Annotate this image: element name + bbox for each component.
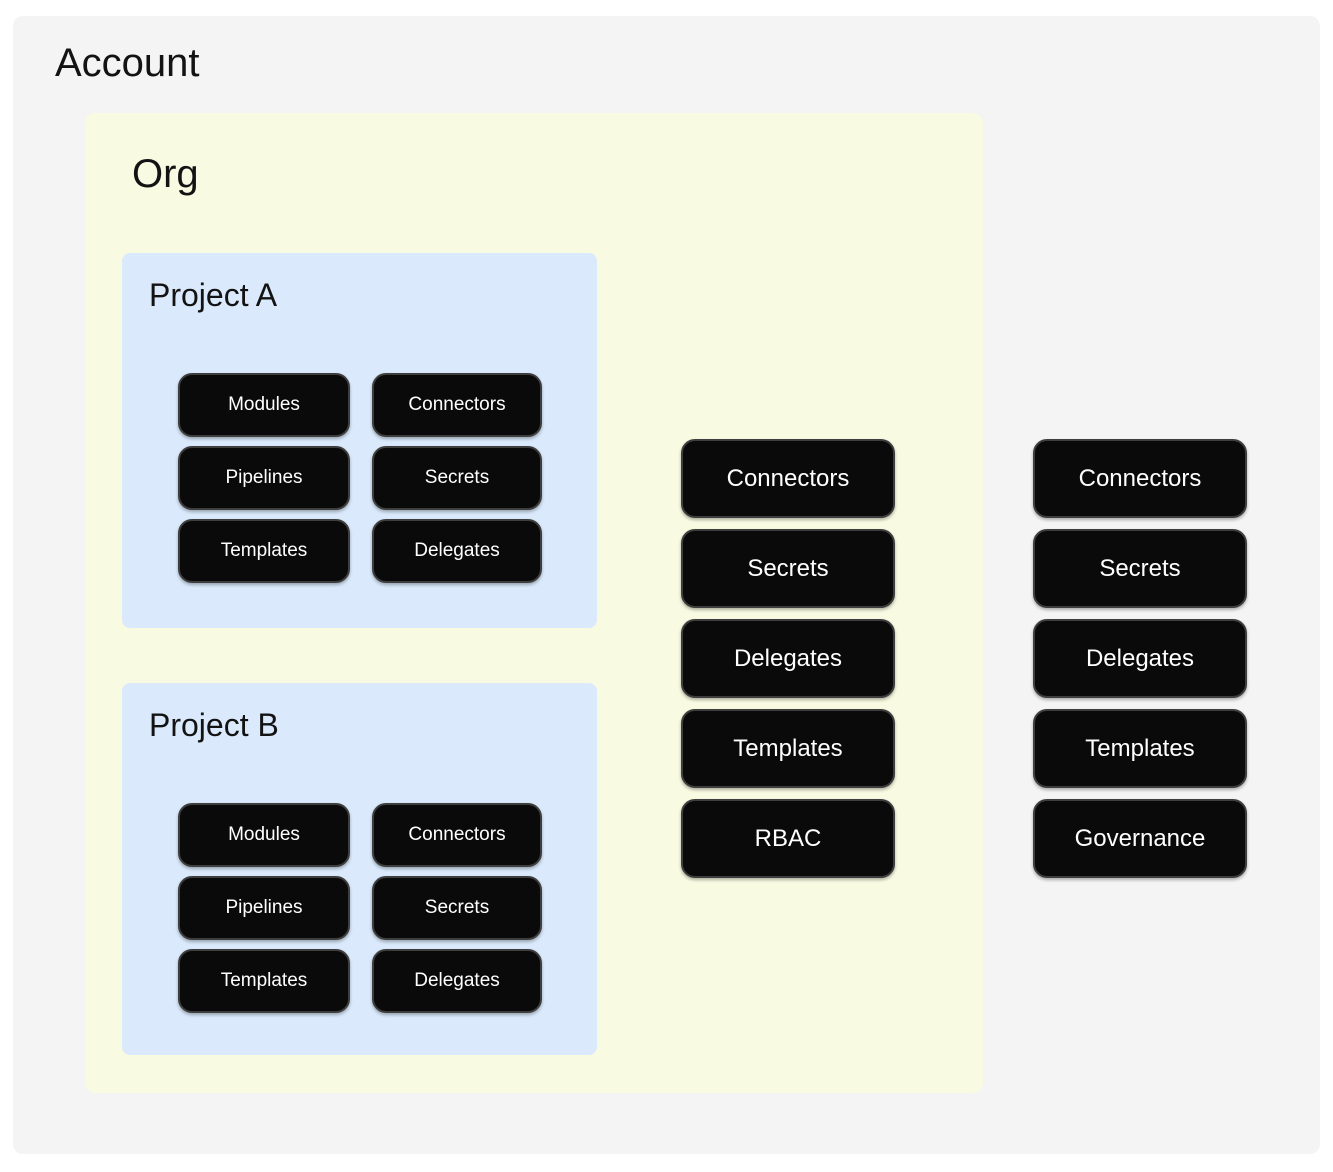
project-a-pill-pipelines: Pipelines	[178, 446, 350, 510]
project-b-pill-pipelines: Pipelines	[178, 876, 350, 940]
org-container: Org Project A Modules Connectors Pipelin…	[85, 113, 983, 1093]
project-a-resources: Modules Connectors Pipelines Secrets Tem…	[178, 373, 542, 583]
org-pill-rbac: RBAC	[681, 799, 895, 878]
project-a-container: Project A Modules Connectors Pipelines S…	[122, 253, 597, 628]
org-resources: Connectors Secrets Delegates Templates R…	[681, 439, 895, 878]
project-b-pill-secrets: Secrets	[372, 876, 542, 940]
project-b-container: Project B Modules Connectors Pipelines S…	[122, 683, 597, 1055]
project-a-pill-secrets: Secrets	[372, 446, 542, 510]
account-resources: Connectors Secrets Delegates Templates G…	[1033, 439, 1247, 878]
project-a-pill-delegates: Delegates	[372, 519, 542, 583]
project-b-resources: Modules Connectors Pipelines Secrets Tem…	[178, 803, 542, 1013]
project-b-pill-modules: Modules	[178, 803, 350, 867]
org-pill-templates: Templates	[681, 709, 895, 788]
account-pill-secrets: Secrets	[1033, 529, 1247, 608]
project-a-pill-modules: Modules	[178, 373, 350, 437]
project-b-label: Project B	[149, 707, 279, 743]
account-label: Account	[55, 41, 200, 85]
account-pill-templates: Templates	[1033, 709, 1247, 788]
project-a-label: Project A	[149, 277, 278, 313]
project-a-pill-templates: Templates	[178, 519, 350, 583]
account-pill-connectors: Connectors	[1033, 439, 1247, 518]
account-pill-governance: Governance	[1033, 799, 1247, 878]
project-a-pill-connectors: Connectors	[372, 373, 542, 437]
project-b-pill-templates: Templates	[178, 949, 350, 1013]
org-pill-delegates: Delegates	[681, 619, 895, 698]
project-b-pill-connectors: Connectors	[372, 803, 542, 867]
account-container: Account Org Project A Modules Connectors…	[13, 16, 1320, 1154]
org-label: Org	[132, 152, 199, 196]
account-pill-delegates: Delegates	[1033, 619, 1247, 698]
org-pill-secrets: Secrets	[681, 529, 895, 608]
project-b-pill-delegates: Delegates	[372, 949, 542, 1013]
org-pill-connectors: Connectors	[681, 439, 895, 518]
